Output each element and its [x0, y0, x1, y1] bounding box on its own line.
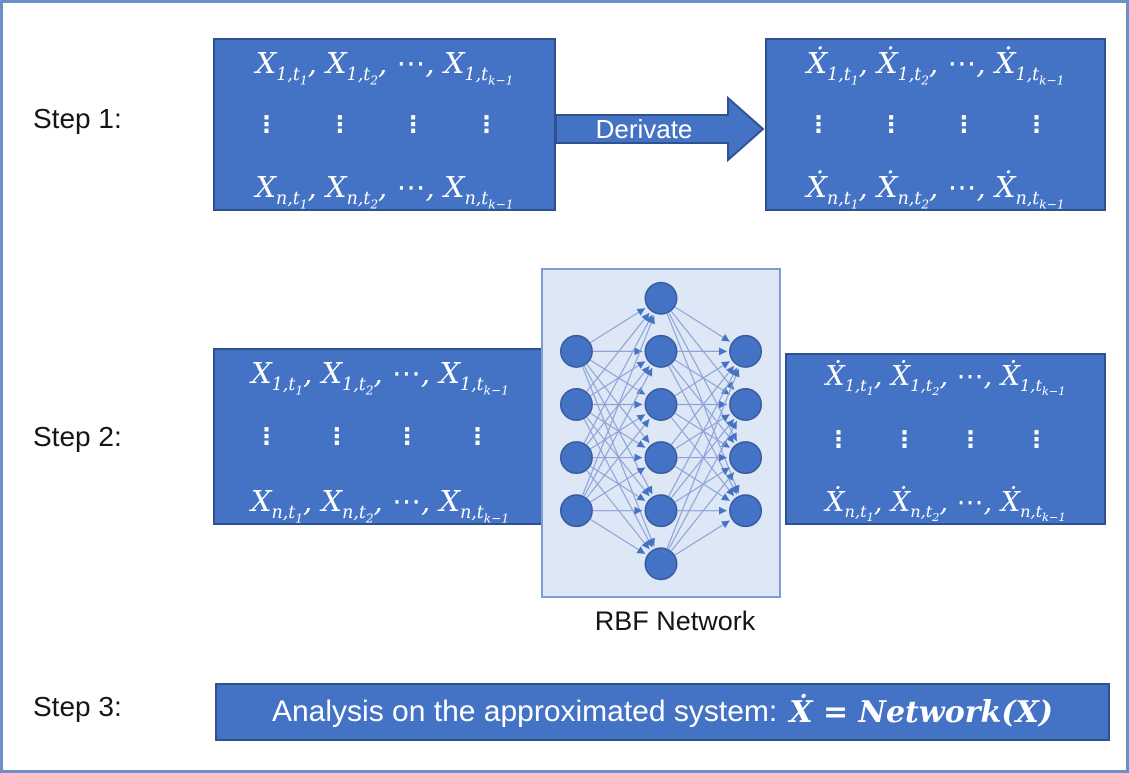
- network-node: [644, 547, 678, 581]
- network-node: [729, 334, 763, 368]
- matrix-row-top: X1,t1, X1,t2, ⋯, X1,tk−1: [255, 46, 514, 88]
- matrix-vdots-row: ⋮ ⋮ ⋮ ⋮: [797, 426, 1094, 453]
- network-node: [559, 441, 593, 475]
- vdots: ⋮: [893, 426, 916, 453]
- xdot-matrix-box-step2: Ẋ1,t1, Ẋ1,t2, ⋯, Ẋ1,tk−1 ⋮ ⋮ ⋮ ⋮ Ẋn,t1, …: [785, 353, 1106, 525]
- rbf-network-graph: [559, 281, 763, 581]
- vdots: ⋮: [952, 112, 976, 138]
- x-matrix-box-step2: X1,t1, X1,t2, ⋯, X1,tk−1 ⋮ ⋮ ⋮ ⋮ Xn,t1, …: [213, 348, 547, 525]
- vdots: ⋮: [325, 424, 349, 450]
- x-matrix-box-step1: X1,t1, X1,t2, ⋯, X1,tk−1 ⋮ ⋮ ⋮ ⋮ Xn,t1, …: [213, 38, 556, 211]
- xdot-matrix-box-step1: Ẋ1,t1, Ẋ1,t2, ⋯, Ẋ1,tk−1 ⋮ ⋮ ⋮ ⋮ Ẋn,t1, …: [765, 38, 1106, 211]
- rbf-network-box: [541, 268, 781, 598]
- network-node: [644, 441, 678, 475]
- network-node: [644, 334, 678, 368]
- vdots: ⋮: [474, 112, 498, 138]
- matrix-vdots-row: ⋮ ⋮ ⋮ ⋮: [225, 426, 535, 449]
- vdots: ⋮: [1024, 112, 1048, 138]
- matrix-vdots-row: ⋮ ⋮ ⋮ ⋮: [225, 114, 544, 137]
- vdots: ⋮: [807, 112, 830, 138]
- network-node: [644, 281, 678, 315]
- step1-label: Step 1:: [33, 103, 122, 134]
- vdots: ⋮: [959, 426, 982, 453]
- vdots: ⋮: [328, 112, 352, 138]
- matrix-vdots-row: ⋮ ⋮ ⋮ ⋮: [777, 114, 1094, 137]
- network-node: [729, 441, 763, 475]
- network-node: [644, 388, 678, 421]
- network-node: [559, 388, 593, 421]
- vdots: ⋮: [1025, 426, 1048, 453]
- derivate-arrow: [556, 96, 765, 162]
- step3-label: Step 3:: [33, 691, 122, 722]
- network-node: [644, 494, 678, 528]
- matrix-row-bottom: Xn,t1, Xn,t2, ⋯, Xn,tk−1: [250, 483, 510, 525]
- rbf-network-label: RBF Network: [594, 606, 756, 636]
- derivate-arrow-label: Derivate: [595, 114, 693, 144]
- vdots: ⋮: [255, 112, 278, 138]
- vdots: ⋮: [401, 112, 425, 138]
- matrix-row-top: Ẋ1,t1, Ẋ1,t2, ⋯, Ẋ1,tk−1: [825, 361, 1066, 399]
- vdots: ⋮: [827, 426, 850, 453]
- vdots: ⋮: [395, 424, 419, 450]
- matrix-row-bottom: Xn,t1, Xn,t2, ⋯, Xn,tk−1: [255, 169, 514, 211]
- matrix-row-top: Ẋ1,t1, Ẋ1,t2, ⋯, Ẋ1,tk−1: [806, 46, 1065, 88]
- matrix-row-bottom: Ẋn,t1, Ẋn,t2, ⋯, Ẋn,tk−1: [825, 486, 1066, 525]
- network-node: [729, 388, 763, 421]
- approximated-system-equation: Ẋ = Network(X): [789, 694, 1053, 730]
- vdots: ⋮: [879, 112, 903, 138]
- step2-label: Step 2:: [33, 421, 122, 452]
- network-node: [559, 334, 593, 368]
- vdots: ⋮: [465, 424, 489, 450]
- vdots: ⋮: [255, 424, 278, 450]
- network-node: [559, 494, 593, 528]
- step3-analysis-banner: Analysis on the approximated system: Ẋ =…: [215, 683, 1110, 741]
- matrix-row-top: X1,t1, X1,t2, ⋯, X1,tk−1: [251, 356, 509, 398]
- matrix-row-bottom: Ẋn,t1, Ẋn,t2, ⋯, Ẋn,tk−1: [806, 169, 1065, 211]
- network-node: [729, 494, 763, 528]
- analysis-text: Analysis on the approximated system:: [271, 695, 778, 728]
